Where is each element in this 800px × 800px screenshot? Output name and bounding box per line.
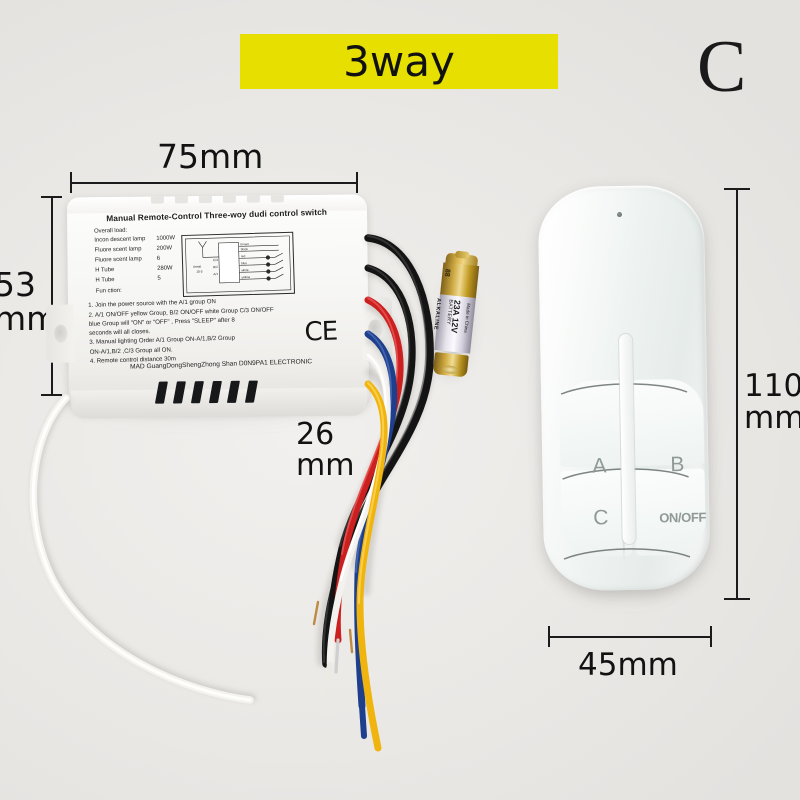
remote-button-c-label: C [593,506,609,530]
wire-white-tip [319,661,333,697]
copper-strand-tip [348,628,354,654]
switch-top-notch [246,195,260,203]
diagram-terminal: B/2 [213,265,218,269]
dimension-tick-top-110mm [724,188,750,190]
switch-top-notch [198,196,212,204]
diagram-wire-label: yellow [241,275,250,279]
dimension-tick-left-45mm [548,626,550,647]
dimension-tick-right-75mm [356,172,358,193]
dimension-label-110mm: 110 mm [744,368,800,436]
remote-control-switch-module: Manual Remote-Control Three-woy dudi con… [46,194,393,419]
dimension-line-75mm [70,182,358,184]
wire-black-2-stripped-tip [328,634,334,670]
switch-top-notch [270,195,284,203]
switch-top-notch [150,196,164,204]
banner-label: 3way [343,36,455,86]
dimension-label-26mm: 26 mm [296,417,355,483]
banner-3way: 3way [240,34,558,89]
diagram-wire-label: white [241,269,249,273]
dimension-line-110mm [736,188,738,600]
remote-button-b-label: B [670,452,685,477]
remote-button-a-label: A [592,454,607,478]
dimension-tick-left-75mm [70,172,72,193]
diagram-wire-label: red [240,255,245,259]
switch-top-notch [174,196,188,204]
dimension-line-53mm [51,196,53,396]
wire-white-power-cable-highlight [31,396,252,702]
switch-mounting-tab-right [361,297,393,360]
spec-value: 1000W [156,235,176,243]
wiring-diagram-svg: Aerial 10-3 C/3 B/2 A/1 brown black red … [184,236,291,294]
diagram-aerial-label: Aerial [193,265,201,269]
wire-red-stripped-tip [334,638,340,674]
spec-value: 280W [157,265,173,273]
label-function-heading: Fun ction: [95,287,122,295]
battery-23a-12v: 88 ALKALINE BATTERY 23A 12V Made in Chin… [426,252,485,383]
dimension-tick-bottom-110mm [724,598,750,600]
dimension-label-75mm: 75mm [157,137,264,176]
wire-blue-tip [359,703,367,739]
dimension-tick-top-53mm [41,196,62,198]
battery-negative-terminal [432,352,469,378]
diagram-terminal: C/3 [213,258,218,262]
switch-top-notch [222,195,236,203]
dimension-line-45mm [548,636,712,638]
diagram-aerial-sub: 10-3 [196,270,203,274]
switch-printed-label: Manual Remote-Control Three-woy dudi con… [78,206,361,374]
switch-mounting-tab-left [46,304,75,363]
diagram-wire-label: blue [241,262,247,266]
diagram-wire-label: black [240,248,248,252]
copper-strand-tip [312,600,320,626]
diagram-wire-label: brown [240,243,249,247]
battery-top-marking: 88 [442,268,451,277]
wiring-diagram: Aerial 10-3 C/3 B/2 A/1 brown black red … [180,232,295,298]
remote-control-handset: A B C ON/OFF [537,184,711,592]
spec-value: 6 [156,255,161,263]
spec-name: H Tube [95,277,115,284]
wire-yellow [356,380,388,752]
spec-value: 5 [157,275,161,282]
ce-mark: CE [304,316,338,348]
dimension-tick-right-45mm [710,626,712,647]
wire-white-power-cable [29,394,254,704]
corner-mark-c: C [697,26,747,108]
remote-button-onoff-label: ON/OFF [659,509,707,526]
diagram-terminal: A/1 [213,272,218,276]
dimension-label-45mm: 45mm [578,647,678,683]
spec-value: 200W [156,245,173,253]
